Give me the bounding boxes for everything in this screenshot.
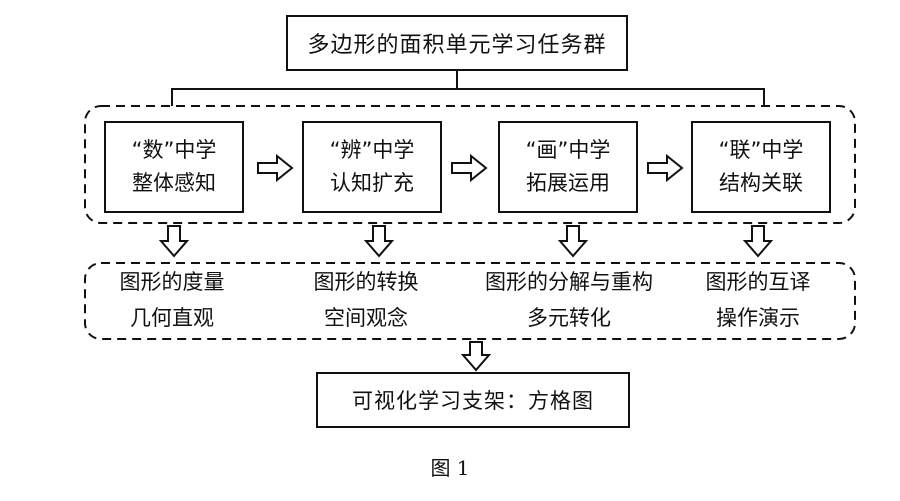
right-arrow-icon [257,153,294,183]
goal-decompose: 图形的分解与重构 多元转化 [456,264,682,336]
right-arrow-icon [647,153,684,183]
stage-desc: 结构关联 [719,171,803,195]
goal-translate: 图形的互译 操作演示 [658,264,858,336]
down-arrow-icon [158,225,190,258]
stages-group-frame [84,105,856,224]
goal-desc: 操作演示 [716,306,800,330]
stage-label: “数”中学 [131,138,217,162]
down-arrow-icon [363,225,395,258]
stage-desc: 拓展运用 [526,171,610,195]
stage-label: “画”中学 [525,138,611,162]
down-arrow-icon [557,225,589,258]
goal-title: 图形的分解与重构 [485,270,653,294]
task-group-title: 多边形的面积单元学习任务群 [286,15,628,71]
goal-title: 图形的度量 [119,270,225,294]
stage-desc: 认知扩充 [330,171,414,195]
stage-box-bian: “辨”中学 认知扩充 [302,121,442,213]
goal-desc: 空间观念 [324,306,408,330]
goal-desc: 几何直观 [130,306,214,330]
task-group-title-text: 多边形的面积单元学习任务群 [307,33,607,58]
goals-group-frame [84,262,856,340]
scaffold-tool-text: 可视化学习支架：方格图 [352,389,594,413]
stage-box-shu: “数”中学 整体感知 [104,121,244,213]
goal-desc: 多元转化 [527,306,611,330]
stage-label: “联”中学 [718,138,804,162]
down-arrow-icon [460,341,492,372]
stage-label: “辨”中学 [329,138,415,162]
goal-measure: 图形的度量 几何直观 [72,264,272,336]
goal-title: 图形的互译 [705,270,811,294]
right-arrow-icon [451,153,488,183]
scaffold-tool-box: 可视化学习支架：方格图 [316,372,630,428]
stage-box-lian: “联”中学 结构关联 [691,121,831,213]
goal-transform: 图形的转换 空间观念 [266,264,466,336]
goal-title: 图形的转换 [313,270,419,294]
stage-desc: 整体感知 [132,171,216,195]
stage-box-hua: “画”中学 拓展运用 [498,121,638,213]
down-arrow-icon [742,225,774,258]
figure-caption: 图 1 [430,456,470,480]
